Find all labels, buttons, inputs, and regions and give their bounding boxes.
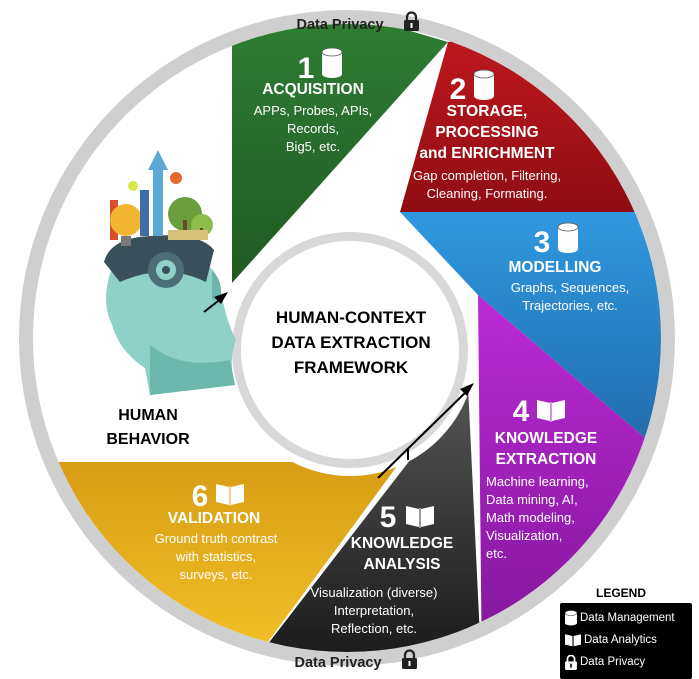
legend: LEGEND Data Management Data Analytics Da [560, 586, 692, 679]
privacy-label-bottom: Data Privacy [294, 655, 381, 671]
center-hub [241, 241, 459, 459]
lock-icon [402, 649, 417, 669]
stage-4-item-1: Machine learning, [486, 474, 589, 489]
stage-2-title-line-1: STORAGE, [447, 103, 528, 120]
stage-3-number: 3 [534, 226, 551, 259]
center-title-line-1: HUMAN-CONTEXT [276, 308, 427, 327]
legend-item-data-analytics: Data Analytics [565, 629, 688, 651]
legend-item-data-privacy: Data Privacy [565, 651, 688, 673]
stage-2-item-2: Cleaning, Formating. [427, 186, 548, 201]
lock-icon [404, 11, 419, 31]
stage-3-item-1: Graphs, Sequences, [511, 280, 630, 295]
stage-4-item-4: Visualization, [486, 528, 562, 543]
stage-1-sector [232, 24, 448, 283]
book-icon [216, 484, 244, 506]
stage-5-title-line-1: KNOWLEDGE [351, 535, 453, 552]
legend-title: LEGEND [596, 586, 647, 600]
book-icon [406, 506, 434, 528]
stage-1-item-1: APPs, Probes, APIs, [254, 103, 373, 118]
stage-2-title-line-3: and ENRICHMENT [419, 145, 555, 162]
stage-2-number: 2 [450, 73, 467, 106]
stage-4-title-line-2: EXTRACTION [496, 451, 597, 468]
stage-6-item-1: Ground truth contrast [155, 531, 278, 546]
legend-item-data-management: Data Management [565, 607, 688, 629]
book-icon [537, 400, 565, 422]
legend-box: Data Management Data Analytics Data Priv… [560, 603, 692, 679]
arrow-human-to-center [203, 292, 228, 313]
legend-item-label: Data Management [580, 612, 675, 624]
stage-1-number: 1 [298, 52, 315, 85]
stage-1-item-2: Records, [287, 121, 339, 136]
stage-5-item-2: Interpretation, [334, 603, 414, 618]
database-icon [565, 610, 577, 626]
stage-5-item-3: Reflection, etc. [331, 621, 417, 636]
legend-item-label: Data Analytics [584, 634, 657, 646]
database-icon [321, 47, 343, 78]
stage-5-title-line-2: ANALYSIS [364, 556, 441, 573]
stage-5-sector [240, 385, 482, 652]
center-title-line-2: DATA EXTRACTION [271, 333, 430, 352]
privacy-label-top: Data Privacy [296, 17, 383, 33]
stage-1-item-3: Big5, etc. [286, 139, 340, 154]
stage-5-number: 5 [380, 501, 397, 534]
stage-1-title: ACQUISITION [262, 81, 364, 98]
legend-item-label: Data Privacy [580, 656, 646, 668]
human-behavior-line-1: HUMAN [118, 407, 178, 424]
book-icon [565, 634, 581, 647]
lock-icon [565, 654, 577, 670]
human-behavior-line-2: BEHAVIOR [106, 431, 190, 448]
stage-4-item-3: Math modeling, [486, 510, 575, 525]
arrow-analysis-to-extraction [377, 383, 474, 479]
stage-4-item-5: etc. [486, 546, 507, 561]
stage-2-title-line-2: PROCESSING [435, 124, 538, 141]
center-title-line-3: FRAMEWORK [294, 358, 409, 377]
human-head-illustration [104, 150, 236, 395]
stage-5-item-1: Visualization (diverse) [311, 585, 438, 600]
stage-6-item-2: with statistics, [175, 549, 256, 564]
stage-4-item-2: Data mining, AI, [486, 492, 578, 507]
stage-2-item-1: Gap completion, Filtering, [413, 168, 561, 183]
stage-3-title: MODELLING [509, 259, 602, 276]
stage-3-sector [400, 212, 661, 485]
stage-6-item-3: surveys, etc. [180, 567, 253, 582]
database-icon [557, 222, 579, 253]
stage-4-title-line-1: KNOWLEDGE [495, 430, 597, 447]
stage-6-number: 6 [192, 480, 209, 513]
stage-6-title: VALIDATION [168, 510, 260, 527]
stage-3-item-2: Trajectories, etc. [522, 298, 618, 313]
stage-4-number: 4 [513, 395, 530, 428]
database-icon [473, 69, 495, 100]
